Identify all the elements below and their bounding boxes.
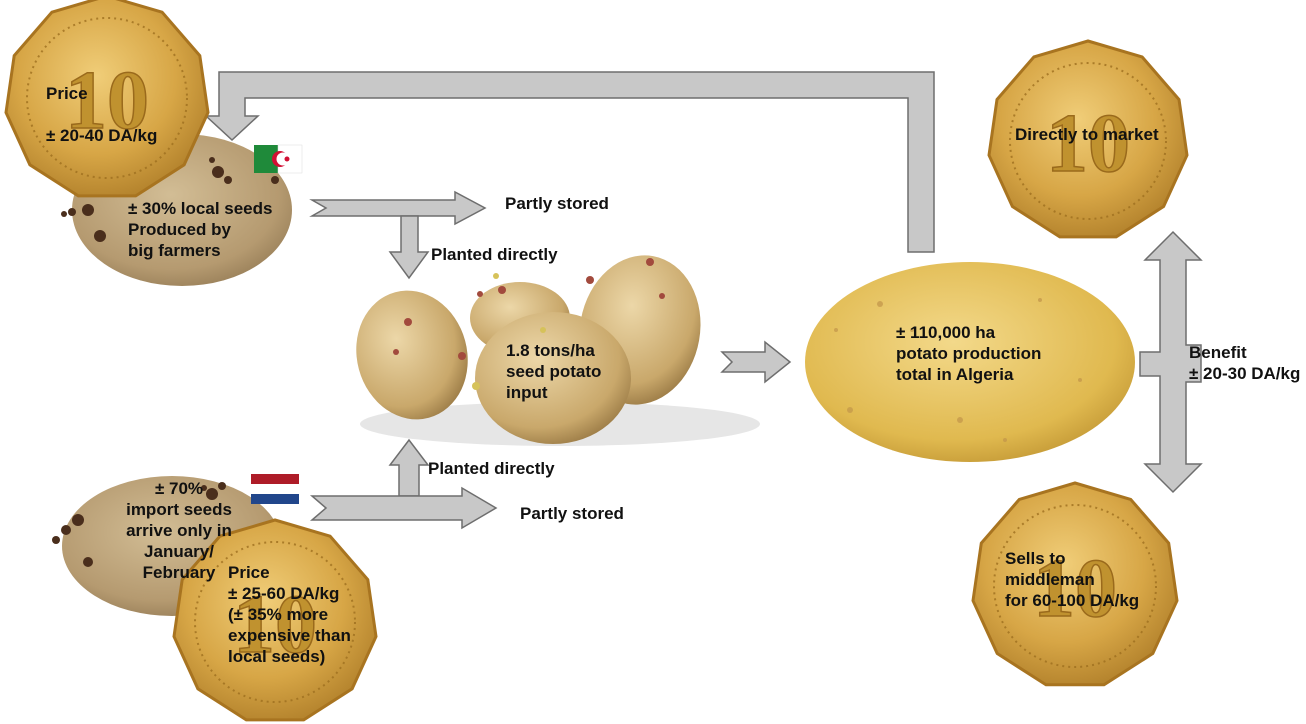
planted-directly-bottom-label: Planted directly — [428, 458, 555, 479]
benefit-label: Benefit ± 20-30 DA/kg — [1189, 342, 1300, 384]
import-to-planted-arrow — [390, 440, 428, 496]
algeria-flag — [254, 145, 302, 173]
seed-input-label: 1.8 tons/ha seed potato input — [506, 340, 601, 403]
middleman-label: Sells to middleman for 60-100 DA/kg — [1005, 548, 1139, 611]
netherlands-flag — [251, 474, 299, 504]
planted-directly-top-label: Planted directly — [431, 244, 558, 265]
local-price-label: Price ± 20-40 DA/kg — [46, 62, 157, 146]
import-price-label: Price ± 25-60 DA/kg (± 35% more expensiv… — [228, 562, 351, 667]
local-to-stored-arrow — [312, 192, 485, 224]
local-seeds-label: ± 30% local seeds Produced by big farmer… — [128, 198, 272, 261]
partly-stored-top-label: Partly stored — [505, 193, 609, 214]
partly-stored-bottom-label: Partly stored — [520, 503, 624, 524]
seed-to-production-arrow — [722, 342, 790, 382]
local-price-value: ± 20-40 DA/kg — [46, 126, 157, 145]
market-label: Directly to market — [1015, 124, 1159, 145]
return-arrow — [206, 72, 934, 252]
local-price-title: Price — [46, 84, 88, 103]
local-to-planted-arrow — [390, 216, 428, 278]
production-label: ± 110,000 ha potato production total in … — [896, 322, 1041, 385]
